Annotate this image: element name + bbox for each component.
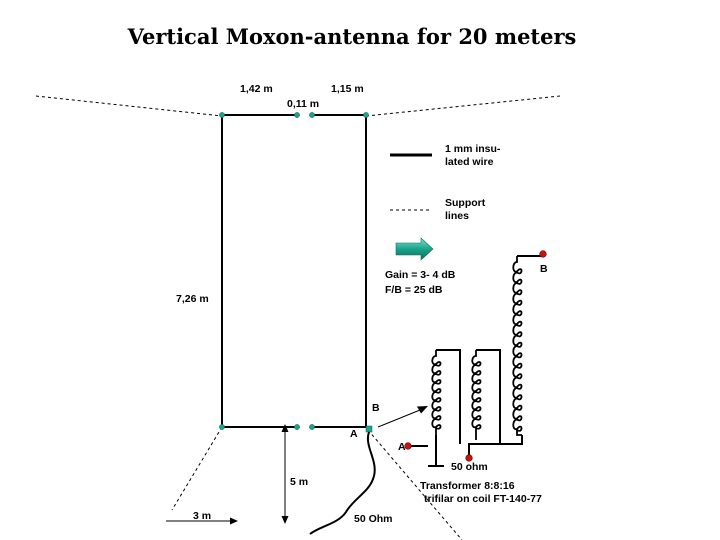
transformer-impedance-label: 50 ohm [451,461,488,473]
transformer-ratio-label: Transformer 8:8:16 [420,480,515,492]
legend-wire-label-2: lated wire [445,156,494,168]
terminal-a-dot [404,442,412,450]
label-ground-offset: 3 m [193,510,211,522]
label-top-right-length: 1,15 m [331,83,364,95]
terminal-b-dot [539,250,547,258]
label-feed-a: A [350,428,358,440]
antenna-driven-wire [312,114,367,428]
support-line-top-right [365,95,561,117]
terminal-50ohm-dot [465,454,473,462]
transformer-label-a: A [398,441,406,453]
support-line-bottom-left [171,426,223,511]
label-feed-b: B [372,402,380,414]
label-gap-length: 0,11 m [287,98,319,110]
label-mast-height: 5 m [290,476,308,488]
antenna-reflector-wire [221,114,297,428]
transformer-coil-2 [471,350,482,440]
coax-cable [309,431,376,535]
transformer-winding-3-tie [500,435,523,445]
transformer-winding-1-return [436,349,461,444]
label-top-left-length: 1,42 m [240,83,273,95]
insulator-bottom-gap-left [294,424,300,430]
legend-support-label-2: lines [445,210,469,222]
insulator-top-gap-right [309,112,315,118]
legend-wire-label-1: 1 mm insu- [445,143,501,155]
support-line-bottom-right [367,429,463,540]
transformer [404,250,547,467]
insulator-top-right [363,112,369,118]
ground-offset-dimension [166,517,238,525]
insulators [219,112,373,433]
gain-text: Gain = 3- 4 dB [385,269,456,281]
insulator-bottom-left [219,424,225,430]
mast-height-dimension [281,424,289,524]
support-line-top-left [35,95,223,117]
direction-arrow-icon [395,237,434,261]
insulator-top-gap-left [294,112,300,118]
transformer-label-b: B [540,263,548,275]
legend-support-label-1: Support [445,197,486,209]
transformer-coil-3 [512,256,523,436]
fb-text: F/B = 25 dB [385,284,443,296]
transformer-coil-1 [431,350,442,435]
transformer-core-label: trifilar on coil FT-140-77 [424,493,542,505]
label-coax-impedance: 50 Ohm [354,513,393,525]
insulator-top-left [219,112,225,118]
diagram-title: Vertical Moxon-antenna for 20 meters [127,24,577,49]
insulator-bottom-gap-right [309,424,315,430]
pointer-arrow [377,406,428,428]
feedpoint-box [365,425,373,433]
label-element-height: 7,26 m [176,293,209,305]
